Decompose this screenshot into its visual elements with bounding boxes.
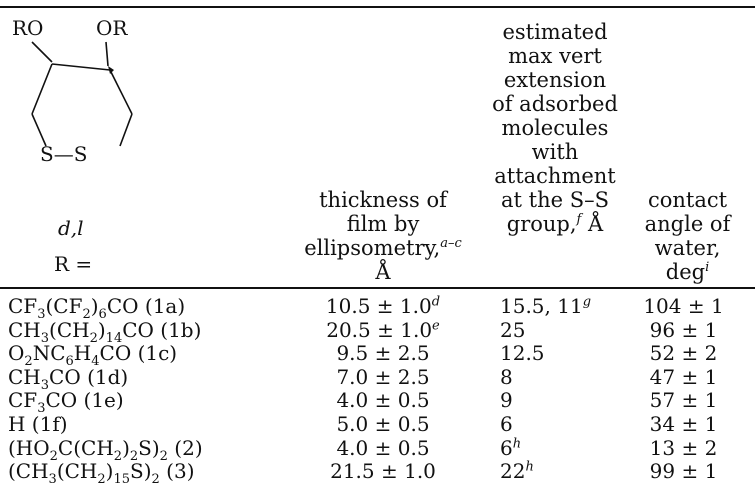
footnote-mark: f	[576, 212, 582, 227]
thickness-cell: 10.5 ± 1.0d	[325, 294, 441, 318]
header-extension-line: at the S–S	[501, 188, 609, 212]
compound-cell: (CH3(CH2)15S)2 (3)	[8, 459, 195, 487]
angle-cell: 13 ± 2	[649, 435, 718, 460]
header-extension-line: group,f Å	[480, 212, 630, 236]
thickness-cell: 5.0 ± 0.5	[336, 412, 430, 436]
header-extension-line: estimated	[502, 20, 608, 44]
compound-cell: (HO2C(CH2)2S)2 (2)	[8, 435, 203, 464]
table-row: CF3CO (1e) 4.0 ± 0.5 9 57 ± 1	[0, 388, 755, 417]
header-extension-unit: Å	[588, 212, 604, 236]
ro-left-label: RO	[12, 16, 44, 40]
compound-cell: CH3CO (1d)	[8, 364, 129, 393]
stereo-label: d,l	[58, 216, 84, 240]
table-row: CH3(CH2)14CO (1b) 20.5 ± 1.0e 25 96 ± 1	[0, 317, 755, 346]
table-row: CF3(CF2)6CO (1a) 10.5 ± 1.0d 15.5, 11g 104 …	[0, 294, 755, 322]
footnote-mark: a–c	[440, 236, 462, 251]
angle-cell: 96 ± 1	[649, 317, 718, 342]
thickness-cell: 9.5 ± 2.5	[336, 341, 430, 366]
header-extension-line: max vert	[508, 44, 602, 68]
extension-cell: 6	[500, 412, 513, 436]
angle-cell: 47 ± 1	[649, 364, 718, 389]
angle-cell: 104 ± 1	[643, 294, 724, 318]
table-row: O2NC6H4CO (1c) 9.5 ± 2.5 12.5 52 ± 2	[0, 341, 755, 370]
header-angle-last: deg	[665, 260, 706, 284]
header-angle-line: angle of	[644, 212, 731, 236]
dithiane-structure: RO OR S—S d,l R =	[10, 14, 270, 284]
header-extension-line: attachment	[494, 164, 616, 188]
table-row: H (1f) 5.0 ± 0.5 6 34 ± 1	[0, 412, 755, 436]
extension-cell: 25	[500, 317, 526, 342]
angle-cell: 52 ± 2	[649, 341, 718, 366]
table-row: CH3CO (1d) 7.0 ± 2.5 8 47 ± 1	[0, 364, 755, 393]
thickness-cell: 20.5 ± 1.0e	[326, 317, 440, 342]
compound-cell: CH3(CH2)14CO (1b)	[8, 317, 202, 346]
header-extension-last: group,	[506, 212, 577, 236]
header-extension-line: molecules with	[501, 116, 609, 164]
s-s-label: S—S	[40, 142, 88, 166]
ring-structure-drawing	[31, 41, 133, 147]
r-label: R =	[54, 252, 93, 276]
compound-cell: O2NC6H4CO (1c)	[8, 341, 178, 370]
extension-cell: 22h	[500, 459, 534, 484]
extension-cell: 8	[500, 364, 513, 389]
header-angle-line: water,	[654, 236, 721, 260]
table-row: (CH3(CH2)15S)2 (3) 21.5 ± 1.0 22h 99 ± 1	[0, 459, 755, 487]
extension-cell: 6h	[500, 435, 522, 460]
extension-cell: 15.5, 11g	[500, 294, 592, 318]
thickness-cell: 4.0 ± 0.5	[336, 435, 430, 460]
header-thickness-line: thickness of	[319, 188, 447, 212]
angle-cell: 57 ± 1	[649, 388, 718, 413]
header-extension: estimated max vert extension of adsorbed…	[480, 20, 630, 236]
ro-right-label: OR	[96, 16, 128, 40]
header-angle-line: contact	[647, 188, 728, 212]
header-extension-line: extension	[503, 68, 607, 92]
header-extension-line: of adsorbed	[492, 92, 618, 116]
header-angle-line: degi	[620, 260, 755, 284]
compound-cell: CF3CO (1e)	[8, 388, 124, 417]
header-thickness: thickness of film by ellipsometry,a–c Å	[268, 188, 498, 284]
extension-cell: 12.5	[500, 341, 545, 366]
header-rule	[0, 287, 755, 289]
footnote-mark: i	[705, 260, 710, 275]
top-rule	[0, 6, 755, 8]
thickness-cell: 7.0 ± 2.5	[336, 364, 430, 389]
header-thickness-last: ellipsometry,	[304, 236, 441, 260]
thickness-cell: 4.0 ± 0.5	[336, 388, 430, 413]
table-row: (HO2C(CH2)2S)2 (2) 4.0 ± 0.5 6h 13 ± 2	[0, 435, 755, 464]
compound-cell: CF3(CF2)6CO (1a)	[8, 294, 186, 322]
header-thickness-unit: Å	[375, 260, 391, 284]
angle-cell: 34 ± 1	[649, 412, 718, 436]
header-thickness-line: ellipsometry,a–c	[268, 236, 498, 260]
angle-cell: 99 ± 1	[649, 459, 718, 484]
header-angle: contact angle of water, degi	[620, 188, 755, 284]
header-thickness-line: film by	[346, 212, 420, 236]
compound-cell: H (1f)	[8, 412, 68, 436]
extension-cell: 9	[500, 388, 513, 413]
thickness-cell: 21.5 ± 1.0	[330, 459, 436, 484]
